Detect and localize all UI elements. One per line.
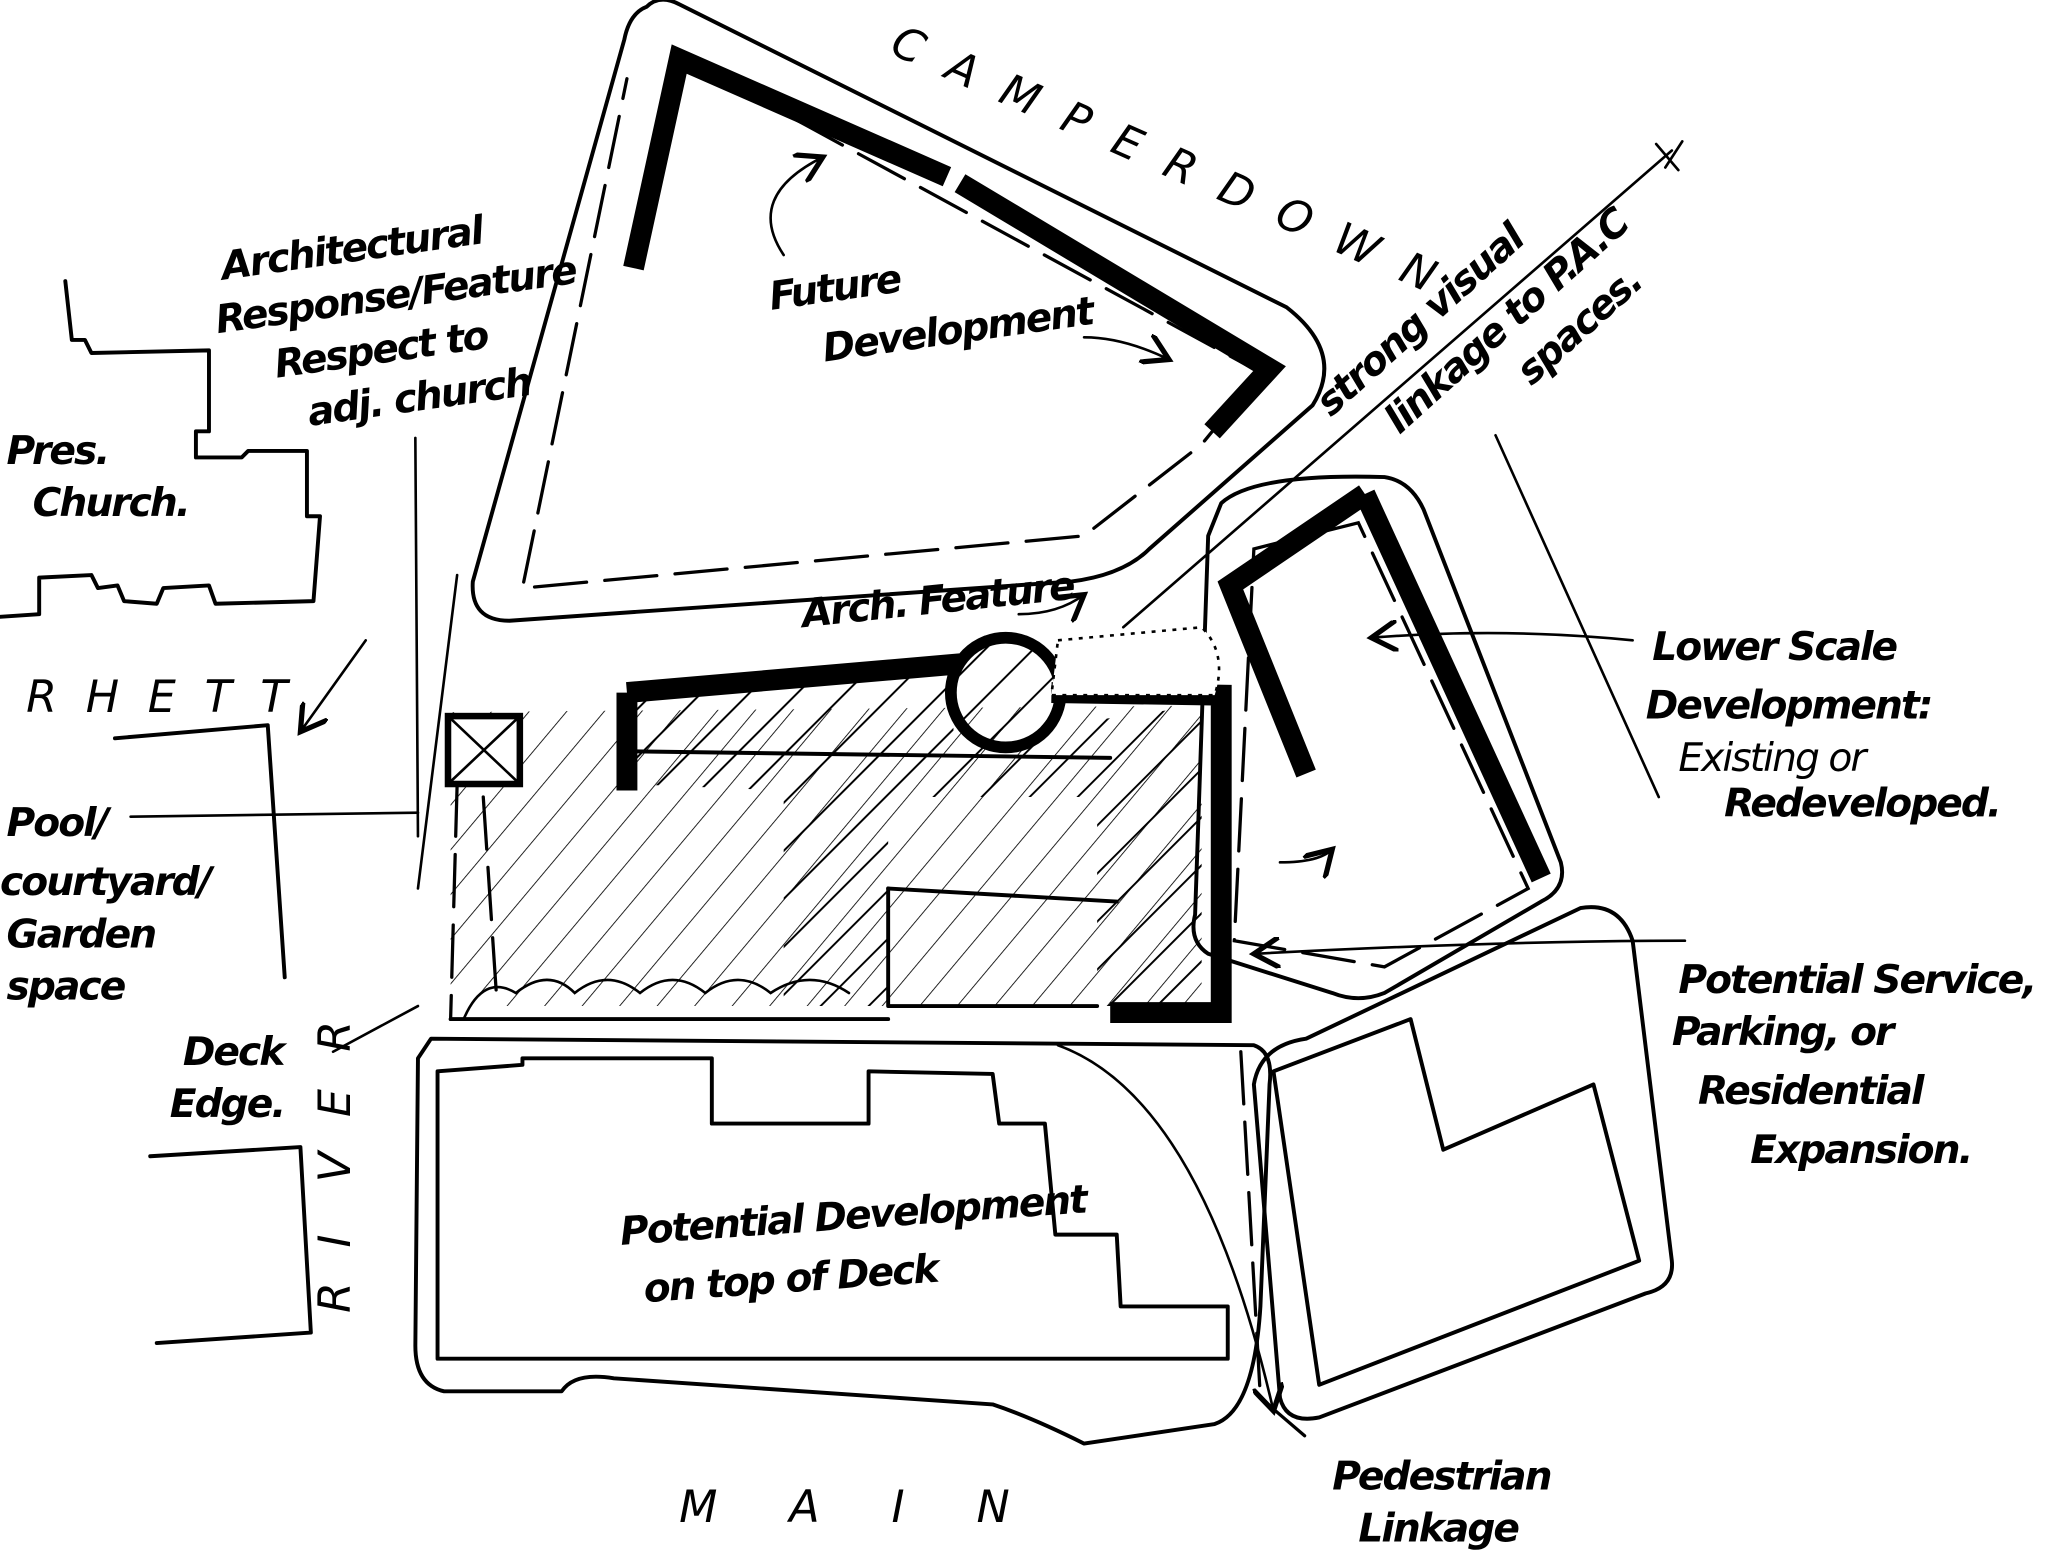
label-architectural-response: Architectural Response/Feature Respect t… <box>213 208 580 436</box>
svg-text:R: R <box>310 1253 361 1313</box>
street-label-main: MAIN <box>679 1482 1081 1533</box>
svg-text:Existing or: Existing or <box>1678 736 1869 781</box>
arch-feature-rotunda <box>944 631 1067 754</box>
svg-text:Pool/: Pool/ <box>7 801 112 846</box>
svg-text:E: E <box>310 1060 361 1117</box>
label-pres-church: Pres. Church. <box>7 429 191 526</box>
svg-text:Potential Development: Potential Development <box>619 1177 1091 1255</box>
svg-text:Pres.: Pres. <box>7 429 109 474</box>
svg-text:Garden: Garden <box>7 912 156 957</box>
svg-text:I: I <box>310 1206 361 1248</box>
svg-text:on top of Deck: on top of Deck <box>642 1246 944 1312</box>
label-potential-service: Potential Service, Parking, or Residenti… <box>1672 958 2037 1173</box>
label-visual-linkage: strong visual linkage to P.A.C spaces. <box>1308 199 1652 442</box>
label-pool-courtyard: Pool/ courtyard/ Garden space <box>0 801 217 1010</box>
label-deck-edge: Deck Edge. <box>170 1030 290 1127</box>
label-potential-development: Potential Development on top of Deck <box>619 1177 1091 1312</box>
presbyterian-church-outline <box>0 279 322 1345</box>
svg-text:Lower Scale: Lower Scale <box>1652 625 1897 670</box>
svg-text:Deck: Deck <box>183 1030 288 1075</box>
svg-text:Development:: Development: <box>1646 684 1932 729</box>
visual-linkage-line <box>1121 149 1674 629</box>
svg-text:V: V <box>310 1123 361 1182</box>
svg-text:Potential Service,: Potential Service, <box>1678 958 2035 1003</box>
svg-text:Linkage: Linkage <box>1358 1507 1519 1552</box>
deck-development-block <box>413 1036 1308 1446</box>
svg-text:Edge.: Edge. <box>170 1082 284 1127</box>
service-parking-block <box>1254 905 1687 1421</box>
svg-text:space: space <box>7 965 126 1010</box>
svg-text:Church.: Church. <box>33 481 189 526</box>
street-label-camperdown: CAMPERDOWN <box>884 16 1470 314</box>
label-lower-scale-development: Lower Scale Development: Existing or Red… <box>1646 625 2002 827</box>
svg-text:R: R <box>310 992 361 1052</box>
label-arch-feature: Arch. Feature <box>797 564 1078 638</box>
label-pedestrian-linkage: Pedestrian Linkage <box>1332 1454 1552 1552</box>
svg-text:Residential: Residential <box>1698 1069 1925 1114</box>
svg-text:courtyard/: courtyard/ <box>0 860 215 905</box>
future-development-block <box>470 0 1327 623</box>
svg-text:Redeveloped.: Redeveloped. <box>1724 782 2000 827</box>
label-future-development: Future Development <box>766 257 1098 372</box>
svg-text:Pedestrian: Pedestrian <box>1332 1454 1550 1499</box>
lower-scale-development-block <box>1191 474 1634 1001</box>
svg-text:Future: Future <box>766 257 904 320</box>
central-building <box>444 595 1232 1024</box>
svg-text:Parking, or: Parking, or <box>1672 1010 1897 1055</box>
street-label-rhett: RHETT <box>26 672 316 723</box>
svg-text:Expansion.: Expansion. <box>1750 1128 1971 1173</box>
street-label-river: R I V E R <box>310 992 361 1313</box>
